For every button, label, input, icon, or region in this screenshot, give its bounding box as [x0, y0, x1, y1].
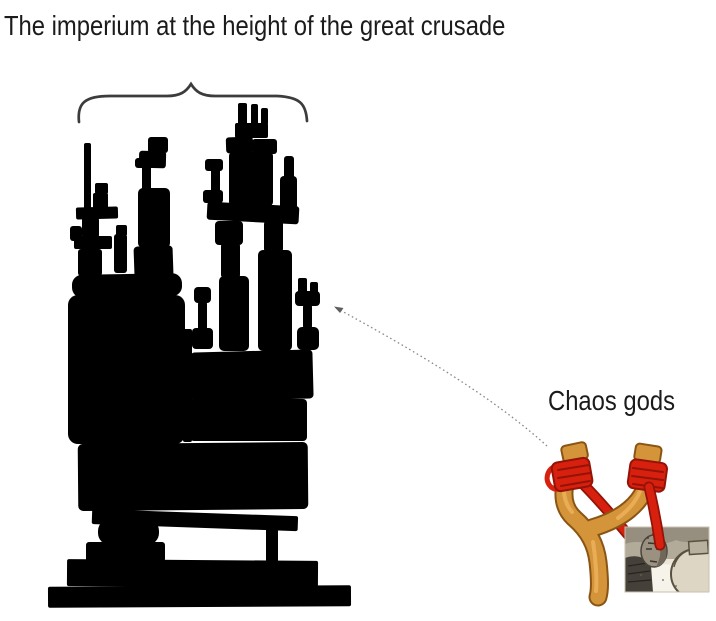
tower-block	[192, 328, 213, 349]
tower-block	[138, 188, 170, 248]
tower-block	[258, 250, 292, 351]
tower-block	[203, 190, 223, 203]
tower-block	[194, 287, 211, 303]
arrow-icon	[334, 306, 548, 447]
tower-block	[266, 521, 278, 562]
tower-block	[114, 234, 127, 273]
chaos-gods-label: Chaos gods	[548, 385, 676, 416]
pauldron-panel	[687, 539, 709, 556]
tower-block	[74, 236, 112, 249]
tower-block	[235, 123, 268, 138]
tower-block	[75, 206, 119, 220]
tower-block	[211, 164, 220, 197]
tower-block	[229, 152, 273, 206]
tower-block	[148, 137, 168, 153]
tower-block	[264, 221, 283, 252]
tower-block	[280, 176, 297, 210]
tower-block	[297, 327, 319, 350]
tower-block	[215, 221, 243, 245]
tower-block	[82, 217, 99, 238]
tower-block	[86, 542, 165, 562]
page-title: The imperium at the height of the great …	[4, 10, 506, 41]
tower-block	[198, 302, 207, 331]
tower-block	[252, 139, 277, 154]
tower-block	[225, 136, 254, 154]
tower-block	[71, 273, 183, 298]
block-tower-drawing	[47, 103, 352, 608]
tower-block	[303, 305, 312, 328]
tower-block	[84, 143, 91, 209]
tower-block	[238, 103, 247, 125]
tower-block	[206, 201, 300, 225]
tower-block	[93, 193, 108, 209]
tower-block	[138, 150, 167, 169]
slingshot-icon	[544, 441, 668, 607]
tower-block	[68, 295, 185, 444]
elastic-band-right-fill	[645, 483, 664, 549]
band-wrap-left	[550, 456, 594, 493]
stipple-dot	[640, 574, 642, 576]
tower-block	[142, 166, 151, 190]
elastic-band-right	[643, 481, 666, 551]
tower-block	[116, 225, 127, 236]
stipple-dot	[662, 579, 664, 581]
tower-block	[77, 442, 309, 511]
tower-block	[298, 278, 307, 294]
tower-block	[261, 108, 268, 125]
tower-block	[78, 249, 102, 276]
face-photo	[624, 526, 710, 593]
tower-block	[205, 159, 223, 171]
tower-block	[190, 349, 314, 402]
tower-block	[251, 104, 258, 125]
photo-border	[624, 526, 710, 593]
tower-block	[295, 291, 320, 306]
tower-block	[133, 245, 174, 278]
tower-block	[91, 509, 299, 532]
tower-block	[95, 183, 108, 194]
armor-hatch	[627, 562, 652, 583]
tower-block	[284, 156, 294, 179]
tower-block	[221, 243, 240, 278]
curly-brace-icon	[77, 81, 309, 124]
tower-block	[183, 329, 192, 442]
tower-block	[219, 276, 249, 351]
tower-block	[66, 559, 319, 588]
band-wrap-left-lines	[557, 464, 591, 487]
wood-highlight-handle	[591, 540, 599, 593]
tower-block	[190, 399, 307, 441]
tower-block	[47, 585, 352, 608]
stipple-dot	[675, 585, 677, 587]
stipple-dot	[647, 537, 649, 539]
tower-block	[70, 226, 82, 241]
